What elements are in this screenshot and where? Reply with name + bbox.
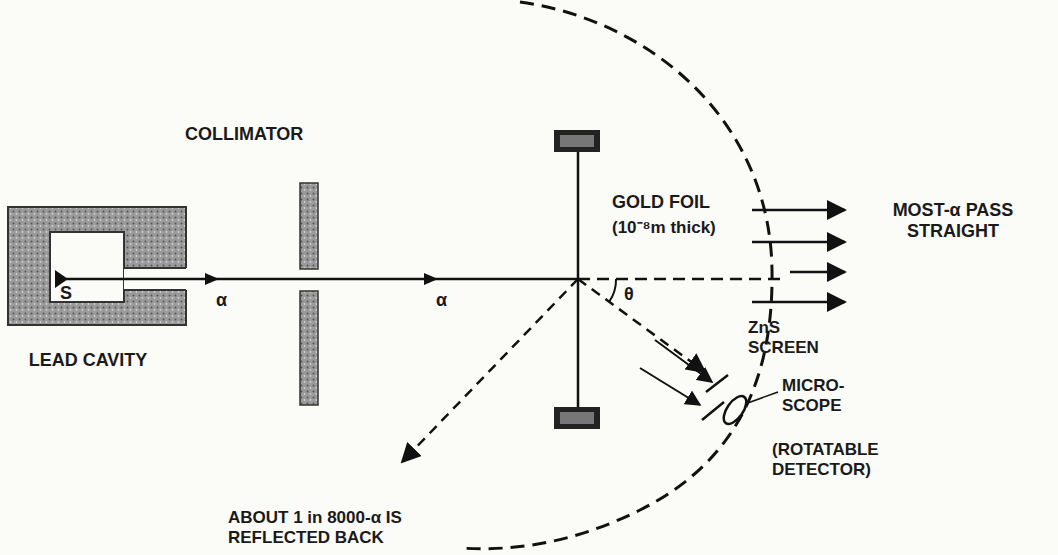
collimator	[300, 183, 318, 405]
label-text: LEAD CAVITY	[28, 350, 148, 371]
label-text: S	[60, 283, 80, 304]
detector-rays	[640, 340, 712, 405]
label-text: MICRO- SCOPE	[782, 376, 862, 415]
label-text: GOLD FOIL	[612, 192, 752, 213]
label-text: α	[436, 290, 456, 311]
lead-block	[8, 207, 188, 325]
scattered-ray	[578, 279, 705, 372]
zns-screen-arc	[460, 2, 772, 549]
alpha-beam	[66, 273, 780, 285]
straight-arrows	[752, 210, 845, 302]
label-text: (ROTATABLE DETECTOR)	[772, 440, 912, 479]
label-text: COLLIMATOR	[185, 124, 375, 145]
microscope	[702, 375, 778, 428]
label-text: ZnS SCREEN	[748, 318, 834, 357]
label-text: θ	[624, 284, 644, 305]
label-text: MOST-α PASS STRAIGHT	[858, 200, 1048, 241]
label-text: ABOUT 1 in 8000-α IS REFLECTED BACK	[228, 508, 468, 547]
label-text: (10⁻⁸m thick)	[612, 218, 752, 238]
label-text: α	[216, 290, 236, 311]
back-scattered-ray	[402, 279, 578, 462]
